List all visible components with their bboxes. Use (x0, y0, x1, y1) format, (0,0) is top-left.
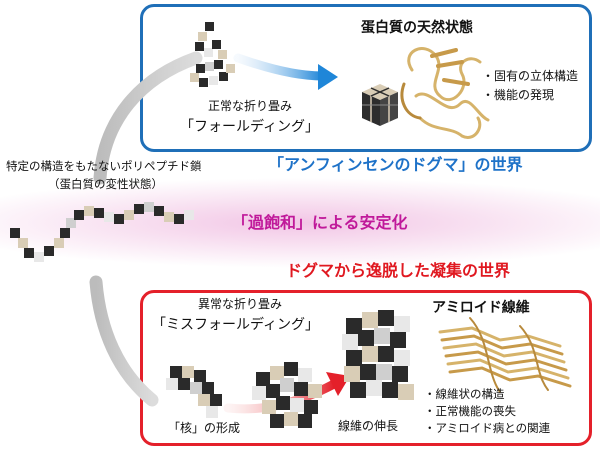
native-protein-ribbon (400, 47, 490, 139)
supersaturation-text: 「過飽和」による安定化 (232, 213, 408, 232)
unfolded-chain-illustration (10, 202, 194, 262)
amyloid-fibril-ribbon (438, 317, 572, 393)
folding-pathway-arc (93, 51, 203, 185)
native-bullet-1: ・固有の立体構造 (482, 69, 579, 83)
dogma-escape-text: ドグマから逸脱した凝集の世界 (286, 261, 511, 280)
native-bullet-2: ・機能の発現 (482, 88, 555, 102)
amyloid-bullet-2: ・正常機能の喪失 (424, 404, 516, 418)
nucleus-label: 「核」の形成 (168, 421, 241, 435)
nucleus-illustration (166, 366, 222, 418)
amyloid-bullet-1: ・線維状の構造 (424, 387, 505, 401)
denatured-state-label: （蛋白質の変性状態） (48, 177, 163, 191)
folding-chain-illustration (190, 22, 235, 87)
folded-cube-illustration (362, 84, 398, 126)
growing-aggregate-illustration (252, 362, 322, 428)
folding-arrow (233, 53, 338, 90)
misfolding-term: 「ミスフォールディング」 (152, 317, 320, 333)
elongation-label: 線維の伸長 (338, 419, 399, 433)
folding-term: 「フォールディング」 (180, 119, 320, 135)
supersaturation-band (0, 178, 600, 268)
misfolding-label: 異常な折り畳み (198, 297, 283, 311)
fibril-stack-illustration (342, 310, 414, 400)
misfolding-pathway-arc (89, 275, 159, 407)
native-state-title: 蛋白質の天然状態 (361, 20, 473, 36)
amyloid-fibril-title: アミロイド線維 (432, 300, 530, 316)
folding-label: 正常な折り畳み (208, 99, 293, 113)
amyloid-bullet-3: ・アミロイド病との関連 (424, 421, 551, 435)
unfolded-chain-label: 特定の構造をもたないポリペプチド鎖 (6, 159, 202, 173)
anfinsen-dogma-text: 「アンフィンセンのドグマ」の世界 (268, 155, 523, 174)
